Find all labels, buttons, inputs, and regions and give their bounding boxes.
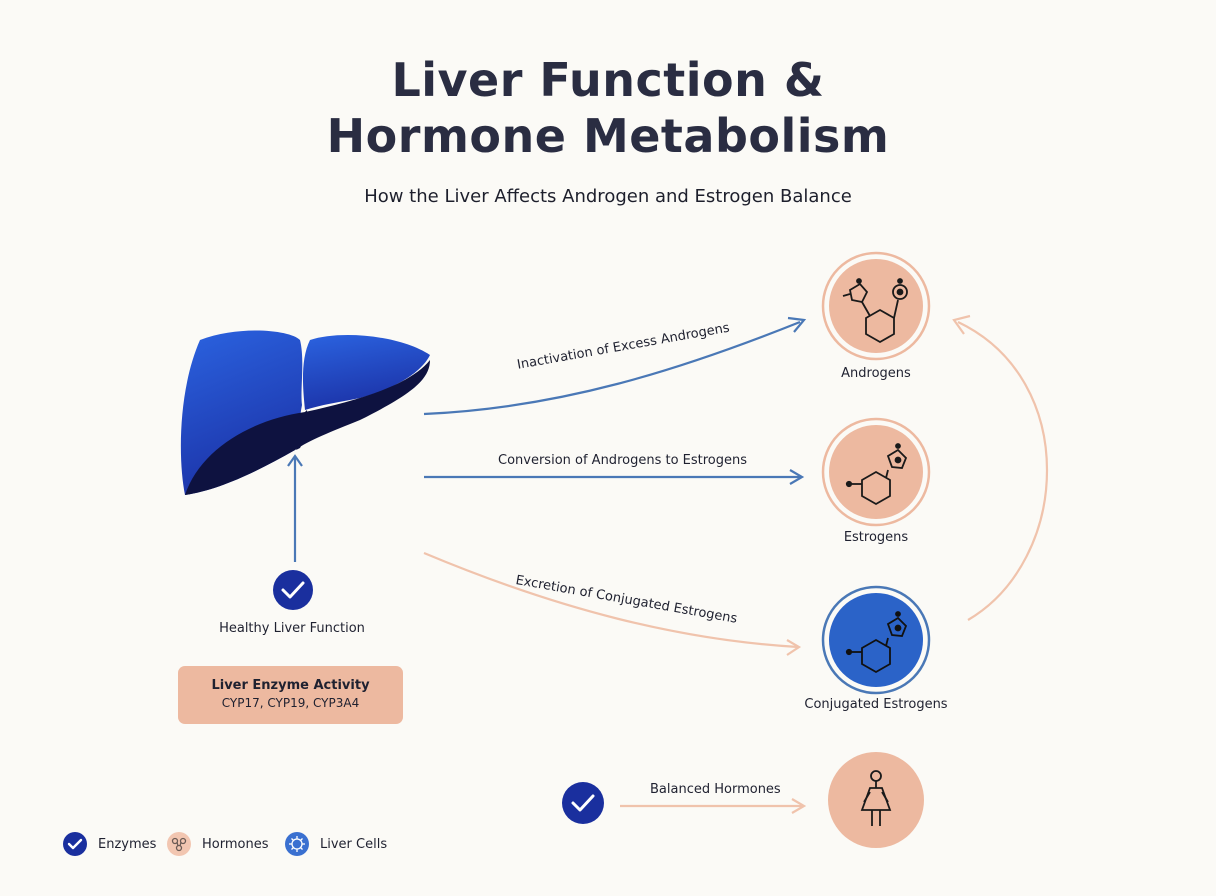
androgens-node [821, 251, 931, 361]
arrow-healthy-to-liver [287, 454, 303, 562]
cell-icon [285, 832, 309, 856]
label-androgens: Androgens [841, 366, 911, 381]
enzyme-activity-title: Liver Enzyme Activity [211, 678, 370, 693]
conjugated-molecule-icon [845, 611, 908, 674]
check-circle-icon [63, 832, 87, 856]
arrow-conversion [424, 469, 805, 485]
liver-illustration [180, 330, 430, 495]
balanced-check-icon [562, 782, 604, 824]
legend-hormones-label: Hormones [202, 836, 269, 852]
page-subtitle: How the Liver Affects Androgen and Estro… [364, 186, 852, 207]
conjugated-estrogens-node [821, 585, 931, 695]
legend-hormones: Hormones [166, 830, 268, 858]
enzyme-list: CYP17, CYP19, CYP3A4 [221, 696, 360, 710]
enzyme-activity-box: Liver Enzyme Activity CYP17, CYP19, CYP3… [178, 666, 403, 724]
label-estrogens: Estrogens [843, 530, 909, 545]
legend-liver-cells-label: Liver Cells [320, 836, 388, 852]
label-conjugated-estrogens: Conjugated Estrogens [804, 697, 948, 712]
balanced-hormones-node [828, 752, 924, 848]
arrow-excretion [423, 551, 802, 656]
label-conversion: Conversion of Androgens to Estrogens [498, 453, 748, 468]
arrow-inactivation [423, 316, 807, 416]
page-title: Liver Function & Hormone Metabolism [0, 52, 1216, 164]
title-line-1: Liver Function & [391, 53, 825, 107]
healthy-check-icon [273, 570, 313, 610]
estrogens-node [821, 417, 931, 527]
legend-liver-cells: Liver Cells [284, 830, 387, 858]
androgen-molecule-icon [842, 278, 908, 344]
label-healthy-liver: Healthy Liver Function [219, 621, 365, 636]
molecule-icon [167, 832, 191, 856]
legend-enzymes-label: Enzymes [98, 836, 157, 852]
female-figure-icon [860, 770, 892, 826]
estrogen-molecule-icon [845, 443, 908, 506]
arrow-recycle-arc [952, 314, 1048, 621]
title-line-2: Hormone Metabolism [326, 109, 890, 163]
arrow-balanced [620, 798, 807, 814]
label-balanced: Balanced Hormones [650, 782, 781, 797]
legend-enzymes: Enzymes [62, 830, 156, 858]
